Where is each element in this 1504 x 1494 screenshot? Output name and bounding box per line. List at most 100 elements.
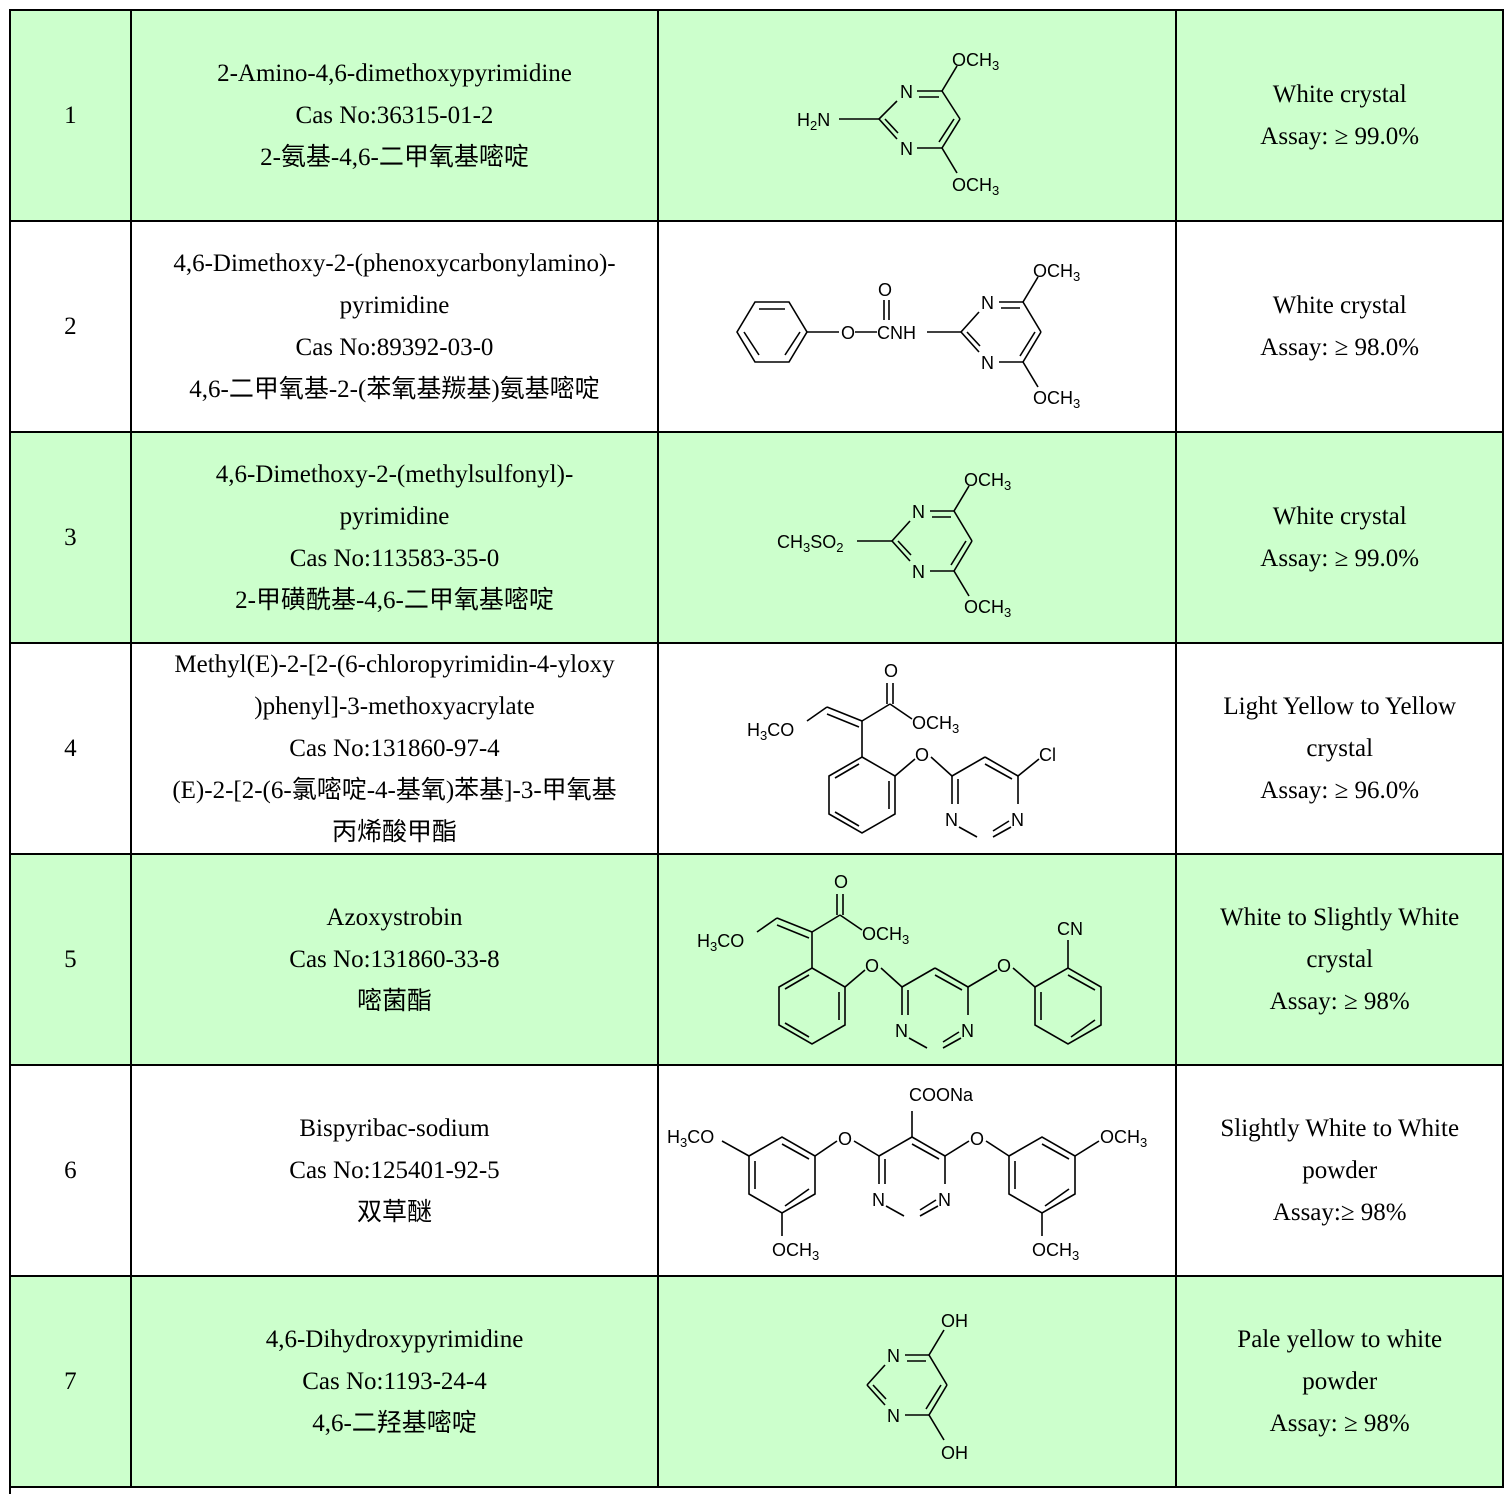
atom-o: O [838,1129,852,1149]
appearance: White to Slightly White [1220,903,1460,931]
row-number: 1 [11,11,132,222]
atom-n: N [900,82,913,102]
atom-n: N [900,139,913,159]
assay: Assay: ≥ 98% [1269,1409,1410,1437]
product-name: Methyl(E)-2-[2-(6-chloropyrimidin-4-ylox… [174,650,615,678]
carboxylate-group: COONa [909,1085,974,1105]
methoxy-group: OCH3 [952,50,999,73]
methoxy-group: OCH3 [964,597,1011,620]
appearance: Light Yellow to Yellow [1223,692,1457,720]
methoxy-group: OCH3 [772,1240,819,1263]
product-table: 1 2-Amino-4,6-dimethoxypyrimidine Cas No… [9,9,1504,1494]
table-row: 7 4,6-Dihydroxypyrimidine Cas No:1193-24… [11,1277,1504,1488]
methoxy-group: OCH3 [1100,1127,1147,1150]
cas-number: Cas No:131860-97-4 [289,734,500,762]
atom-o: O [915,745,929,765]
atom-n: N [872,1190,885,1210]
methylsulfonyl-group: CH3SO2 [777,532,843,555]
phenyl-carbamate-structure-icon: O CNH O N N OCH3 [736,261,1081,411]
row-number: 3 [11,433,132,644]
table-row: 6 Bispyribac-sodium Cas No:125401-92-5 双… [11,1066,1504,1277]
table-row: 3 4,6-Dimethoxy-2-(methylsulfonyl)- pyri… [11,433,1504,644]
atom-o: O [884,661,898,681]
assay: Assay: ≥ 99.0% [1260,544,1420,572]
chloro-group: Cl [1039,745,1056,765]
atom-o: O [970,1129,984,1149]
amino-group: H2N [797,110,830,133]
atom-n: N [887,1346,900,1366]
atom-n: N [981,353,994,373]
hydroxy-group: OH [941,1443,968,1463]
methoxy-group: OCH3 [952,175,999,198]
azoxystrobin-structure-icon: O OCH3 H3CO O [697,872,1103,1049]
product-name-cell: Methyl(E)-2-[2-(6-chloropyrimidin-4-ylox… [131,644,660,855]
cas-number: Cas No:89392-03-0 [295,333,494,361]
assay: Assay:≥ 98% [1272,1198,1407,1226]
assay: Assay: ≥ 98% [1269,987,1410,1015]
cas-number: Cas No:36315-01-2 [295,101,494,129]
atom-n: N [938,1190,951,1210]
appearance-cont: powder [1302,1367,1378,1395]
description-cell: Light Yellow to Yellow crystal Assay: ≥ … [1177,644,1504,855]
structure-cell: O OCH3 H3CO O [659,644,1178,855]
row-number: 7 [11,1277,132,1488]
row-number: 4 [11,644,132,855]
atom-n: N [981,293,994,313]
product-name-cell: 4,6-Dimethoxy-2-(methylsulfonyl)- pyrimi… [131,433,660,644]
appearance: Pale yellow to white [1237,1325,1443,1353]
description-cell: White crystal Assay: ≥ 98.0% [1177,222,1504,433]
atom-o: O [865,956,879,976]
appearance: White crystal [1272,502,1407,530]
chinese-name: 双草醚 [356,1198,432,1226]
description-cell: White crystal Assay: ≥ 99.0% [1177,433,1504,644]
row-number: 6 [11,1066,132,1277]
methoxy-group: OCH3 [1033,261,1080,284]
appearance: Slightly White to White [1220,1114,1460,1142]
structure-cell: COONa H3CO OCH3 O [659,1066,1178,1277]
product-name: 2-Amino-4,6-dimethoxypyrimidine [217,59,572,87]
row-number: 2 [11,222,132,433]
chinese-name: 2-甲磺酰基-4,6-二甲氧基嘧啶 [235,586,554,614]
appearance: White crystal [1272,80,1407,108]
table-row: 4 Methyl(E)-2-[2-(6-chloropyrimidin-4-yl… [11,644,1504,855]
assay: Assay: ≥ 98.0% [1260,333,1420,361]
description-cell: Slightly White to White powder Assay:≥ 9… [1177,1066,1504,1277]
chinese-name: 2-氨基-4,6-二甲氧基嘧啶 [260,143,529,171]
product-name: Bispyribac-sodium [299,1114,490,1142]
atom-n: N [1011,810,1024,830]
cas-number: Cas No:113583-35-0 [289,544,500,572]
methoxy-group: OCH3 [1033,388,1080,411]
appearance-cont: crystal [1306,945,1374,973]
cas-number: Cas No:125401-92-5 [289,1156,500,1184]
chinese-name: 4,6-二甲氧基-2-(苯氧基羰基)氨基嘧啶 [189,375,600,403]
structure-cell: O OCH3 H3CO O [659,855,1178,1066]
chinese-name: (E)-2-[2-(6-氯嘧啶-4-基氧)苯基]-3-甲氧基 [172,776,617,804]
product-name-cont: pyrimidine [339,502,450,530]
atom-n: N [895,1021,908,1041]
product-name: Azoxystrobin [326,903,463,931]
appearance: White crystal [1272,291,1407,319]
structure-cell: N N H2N OCH3 OCH3 [659,11,1178,222]
atom-n: N [887,1406,900,1426]
hydroxy-group: OH [941,1311,968,1331]
cyano-group: CN [1057,919,1083,939]
structure-cell: N N CH3SO2 OCH3 OCH3 [659,433,1178,644]
chloropyrimidine-acrylate-structure-icon: O OCH3 H3CO O [747,661,1056,838]
row-number: 5 [11,855,132,1066]
assay: Assay: ≥ 99.0% [1260,122,1420,150]
appearance-cont: crystal [1306,734,1374,762]
methoxy-group: OCH3 [1032,1240,1079,1263]
atom-n: N [912,502,925,522]
chinese-name: 嘧菌酯 [356,987,432,1015]
atom-o: O [841,323,855,343]
atom-n: N [961,1021,974,1041]
methoxy-group: OCH3 [912,713,959,736]
methoxy-group: OCH3 [862,924,909,947]
appearance-cont: powder [1302,1156,1378,1184]
product-name-cell: 4,6-Dihydroxypyrimidine Cas No:1193-24-4… [131,1277,660,1488]
description-cell: Pale yellow to white powder Assay: ≥ 98% [1177,1277,1504,1488]
cas-number: Cas No:131860-33-8 [289,945,500,973]
methoxy-group: H3CO [667,1127,714,1150]
chinese-name: 4,6-二羟基嘧啶 [312,1409,477,1437]
structure-cell: N N OH OH [659,1277,1178,1488]
